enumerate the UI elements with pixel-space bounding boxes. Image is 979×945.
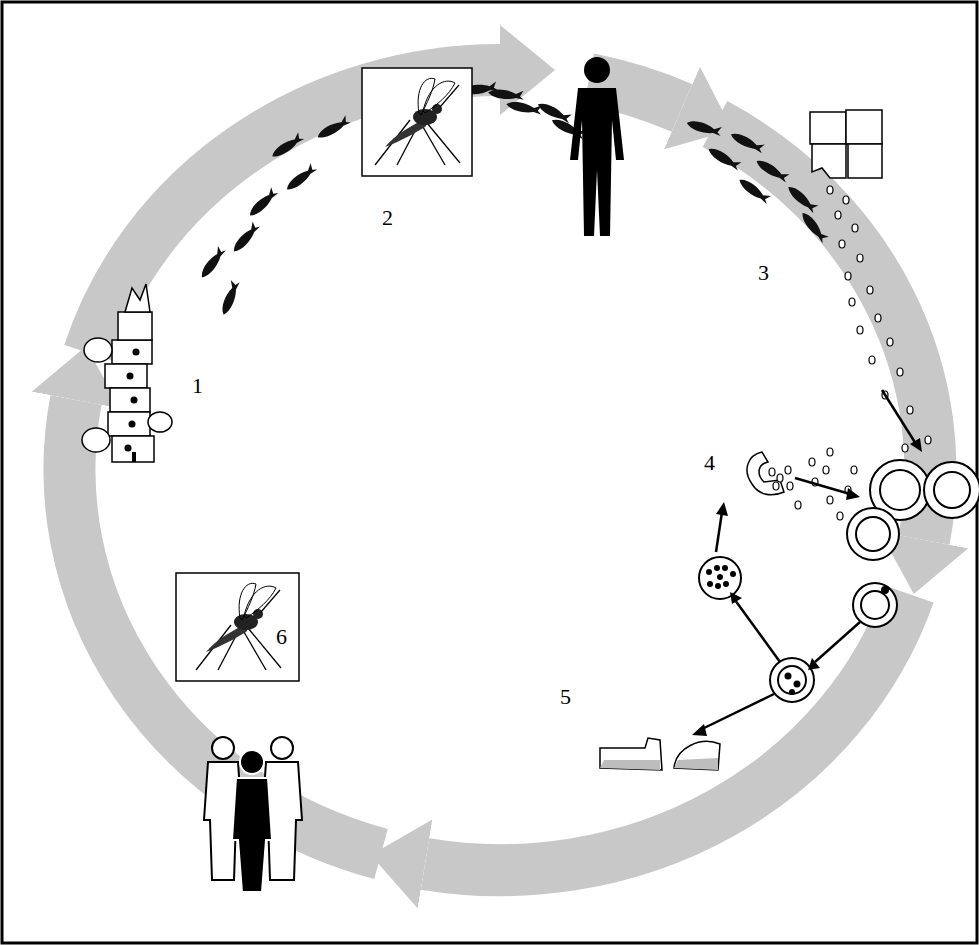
callout-number: 6 (276, 626, 287, 648)
callout-number: 1 (192, 375, 203, 397)
callout-number: 2 (382, 207, 393, 229)
callout-number: 5 (560, 686, 571, 708)
callout-number: 4 (704, 452, 715, 474)
callout-number: 3 (758, 262, 769, 284)
